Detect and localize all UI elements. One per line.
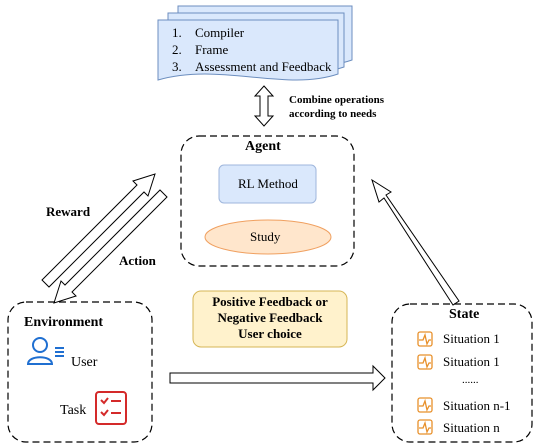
doc-item-number: 2. [172,42,182,57]
situation-label: Situation n-1 [443,398,511,413]
combine-label: according to needs [289,108,377,120]
situation-icon [417,419,433,435]
state-box [391,303,533,443]
state-to-agent-arrow [371,178,460,306]
combine-label: Combine operations [289,94,385,106]
reward-label: Reward [46,204,91,219]
feedback-line: Positive Feedback or [212,294,328,309]
doc-item-label: Compiler [195,25,245,40]
environment-box [7,301,153,443]
state-title: State [449,307,480,322]
situation-ellipsis: ...... [462,374,479,386]
doc-item-number: 1. [172,25,182,40]
action-arrow [53,189,168,304]
situation-icon [417,331,433,347]
feedback-line: Negative Feedback [217,310,323,325]
environment-title: Environment [24,315,104,330]
study-ellipse [204,219,332,255]
document-stack [157,5,353,81]
agent-title: Agent [245,139,281,154]
action-label: Action [119,253,156,268]
situation-label: Situation 1 [443,331,500,346]
feedback-line: User choice [238,326,302,341]
user-icon [26,337,64,365]
study-label: Study [250,229,281,244]
situation-label: Situation n [443,420,500,435]
doc-item-number: 3. [172,59,182,74]
combine-double-arrow [253,85,275,127]
user-label: User [71,355,98,370]
situation-icon [417,397,433,413]
task-label: Task [60,403,87,418]
task-icon [95,391,127,425]
agent-box [180,135,355,267]
reward-arrow [41,173,156,288]
situation-icon [417,354,433,370]
rl-method-label: RL Method [238,176,298,191]
situation-label: Situation 1 [443,354,500,369]
feedback-box [192,290,348,348]
environment-to-state-arrow [169,364,386,392]
doc-item-label: Assessment and Feedback [195,59,332,74]
doc-item-label: Frame [195,42,229,57]
rl-method-box [218,164,317,204]
